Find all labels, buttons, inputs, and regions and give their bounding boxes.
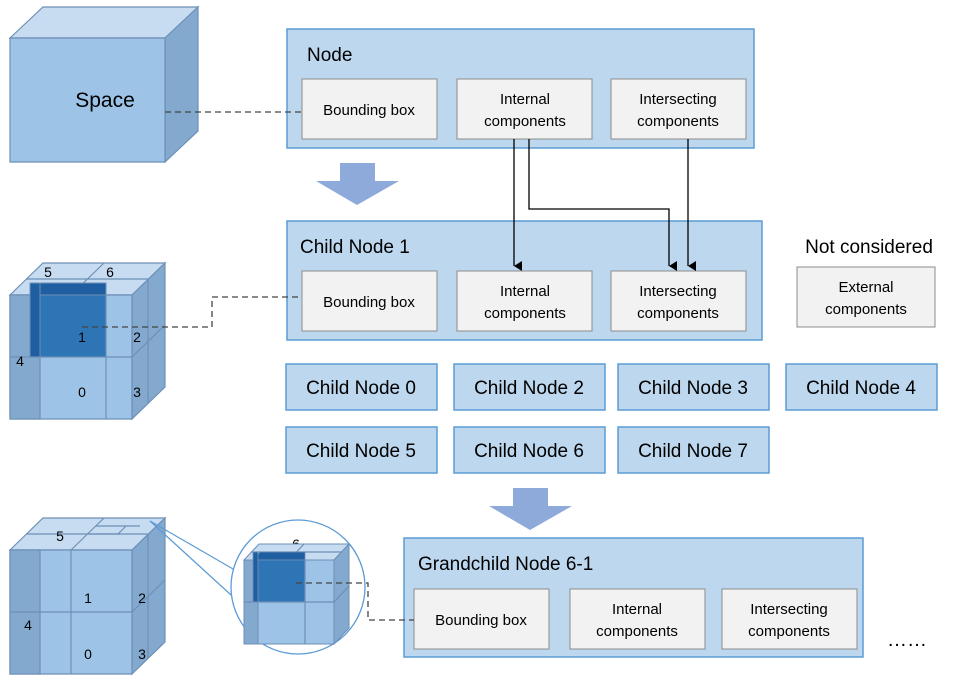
child-node-6-box xyxy=(453,426,606,474)
refined-cube: 5 1 2 4 0 3 xyxy=(8,516,167,676)
grandchild-node-title: Grandchild Node 6-1 xyxy=(418,554,593,575)
child1-intersecting-line1: Intersecting xyxy=(639,283,717,300)
cube2-label-1: 1 xyxy=(78,329,86,345)
child-node-5-label: Child Node 5 xyxy=(306,441,416,462)
subdivided-cube: 5 6 1 2 4 0 3 xyxy=(8,261,167,421)
cube3-label-2: 2 xyxy=(138,590,146,606)
child1-bounding-box-label: Bounding box xyxy=(323,294,415,311)
child-node-7-box xyxy=(617,426,770,474)
child-node-4-box xyxy=(785,363,938,411)
not-considered-label: Not considered xyxy=(805,237,933,258)
grandchild-intersecting-line1: Intersecting xyxy=(750,601,828,618)
down-arrow-1 xyxy=(316,163,399,205)
zoom-line-top xyxy=(149,520,241,574)
node-internal-components xyxy=(456,78,593,140)
external-line1: External xyxy=(838,279,893,296)
node-intersecting-line1: Intersecting xyxy=(639,91,717,108)
child-node-6-label: Child Node 6 xyxy=(474,441,584,462)
child-node-2-label: Child Node 2 xyxy=(474,378,584,399)
down-arrow-2 xyxy=(489,488,572,530)
zoom-circle: 6 xyxy=(230,519,366,655)
zoom-line-bottom xyxy=(149,520,243,606)
child-node-3-box xyxy=(617,363,770,411)
child-node-4-label: Child Node 4 xyxy=(806,378,916,399)
node-internal-line1: Internal xyxy=(500,91,550,108)
space-label: Space xyxy=(75,89,135,112)
node-intersecting-line2: components xyxy=(637,113,719,130)
child-node-5-box xyxy=(285,426,438,474)
grandchild-bounding-box xyxy=(413,588,550,650)
cube2-label-4: 4 xyxy=(16,353,24,369)
cube3-label-1: 1 xyxy=(84,590,92,606)
cell1-to-child1-bounding-box-link xyxy=(82,296,302,328)
child-node-0-box xyxy=(285,363,438,411)
cube2-label-0: 0 xyxy=(78,384,86,400)
cube3-label-4: 4 xyxy=(24,617,32,633)
grandchild-internal-components xyxy=(569,588,706,650)
child1-internal-line2: components xyxy=(484,305,566,322)
node-intersecting-components xyxy=(610,78,747,140)
cube2-label-6: 6 xyxy=(106,264,114,280)
node-internal-line2: components xyxy=(484,113,566,130)
external-line2: components xyxy=(825,301,907,318)
child-node-1-box: Child Node 1 Bounding box Internal compo… xyxy=(286,220,763,341)
grandchild-intersecting-components xyxy=(721,588,858,650)
child1-intersecting-line2: components xyxy=(637,305,719,322)
child-nodes-grid: Child Node 0 Child Node 2 Child Node 3 C… xyxy=(285,363,938,474)
cube3-label-5: 5 xyxy=(56,528,64,544)
external-components-box xyxy=(796,266,936,328)
cell6-1-to-grandchild-bounding-box-link xyxy=(296,582,414,621)
node-box: Node Bounding box Internal components In… xyxy=(286,28,755,149)
child1-bounding-box xyxy=(301,270,438,332)
cube3-label-0: 0 xyxy=(84,646,92,662)
grandchild-internal-line2: components xyxy=(596,623,678,640)
node-bounding-box-label: Bounding box xyxy=(323,102,415,119)
grandchild-bounding-box-label: Bounding box xyxy=(435,612,527,629)
cube2-label-3: 3 xyxy=(133,384,141,400)
child1-internal-components xyxy=(456,270,593,332)
cube3-label-3: 3 xyxy=(138,646,146,662)
grandchild-intersecting-line2: components xyxy=(748,623,830,640)
node-bounding-box xyxy=(301,78,438,140)
child-node-7-label: Child Node 7 xyxy=(638,441,748,462)
child1-intersecting-components xyxy=(610,270,747,332)
space-cube: Space xyxy=(8,5,200,164)
cube2-label-5: 5 xyxy=(44,264,52,280)
grandchild-ellipsis: …… xyxy=(887,629,927,651)
internal-to-intersecting-connector xyxy=(528,139,677,271)
node-title: Node xyxy=(307,45,352,66)
child-node-0-label: Child Node 0 xyxy=(306,378,416,399)
child-node-3-label: Child Node 3 xyxy=(638,378,748,399)
grandchild-node-box: Grandchild Node 6-1 Bounding box Interna… xyxy=(403,537,864,658)
child-node-1-title: Child Node 1 xyxy=(300,237,410,258)
grandchild-internal-line1: Internal xyxy=(612,601,662,618)
cube2-label-2: 2 xyxy=(133,329,141,345)
child-node-2-box xyxy=(453,363,606,411)
child1-internal-line1: Internal xyxy=(500,283,550,300)
